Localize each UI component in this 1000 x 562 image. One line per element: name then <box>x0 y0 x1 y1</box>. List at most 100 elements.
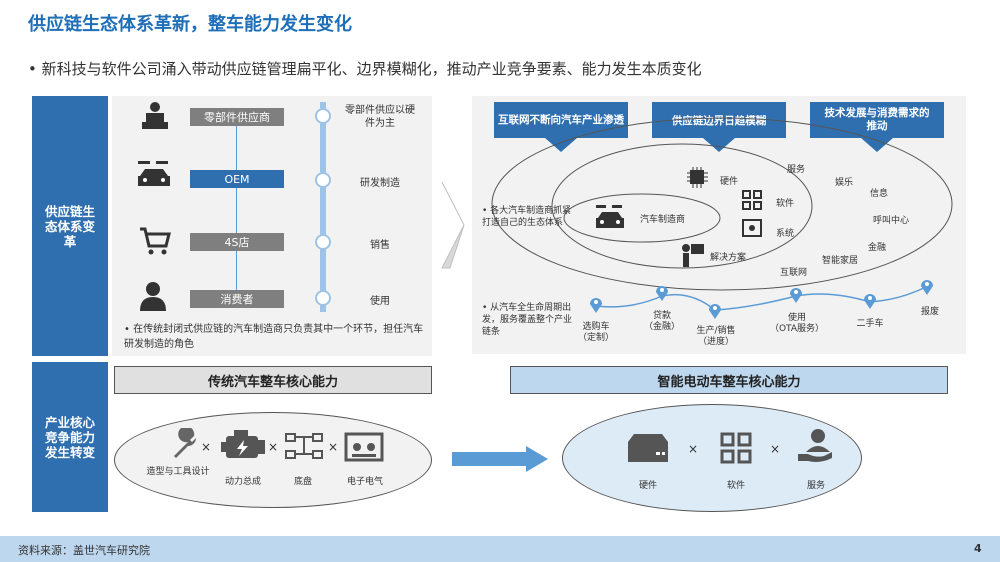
timeline-node <box>315 172 331 188</box>
chain-desc-4s: 销售 <box>370 240 390 251</box>
inner-solution: 解决方案 <box>710 253 747 263</box>
lifecycle-used-car: 二手车 <box>856 319 884 329</box>
page-title: 供应链生态体系革新，整车能力发生变化 <box>28 14 352 35</box>
lifecycle-production-l2: （进度） <box>697 337 734 347</box>
lifecycle-use-l2: （OTA服务） <box>769 324 825 334</box>
item-software: 软件 <box>726 481 745 491</box>
chassis-icon <box>285 433 323 459</box>
timeline-node <box>315 290 331 306</box>
lifecycle-use: 使用（OTA服务） <box>762 313 832 335</box>
outer-info: 信息 <box>870 189 889 199</box>
presenter-icon <box>682 244 704 267</box>
location-pin-icon <box>709 304 721 319</box>
location-pin-icon <box>656 286 668 301</box>
item-design: 造型与工具设计 <box>146 467 210 477</box>
wrench-icon <box>174 428 196 458</box>
source-note: 资料来源：盖世汽车研究院 <box>18 544 150 557</box>
chip-icon <box>687 167 708 188</box>
page-number: 4 <box>974 542 982 555</box>
item-powertrain: 动力总成 <box>224 477 261 487</box>
location-pin-icon <box>790 288 802 303</box>
outer-internet: 互联网 <box>780 268 808 278</box>
main-bullet-text: 新科技与软件公司涌入带动供应链管理扁平化、边界模糊化，推动产业竞争要素、能力发生… <box>41 60 702 78</box>
arrow-down-icon <box>703 138 735 152</box>
smart-ev-header: 智能电动车整车核心能力 <box>510 366 948 394</box>
times-sign: × <box>268 440 279 454</box>
lifecycle-use-l1: 使用 <box>787 313 806 323</box>
arrow-right-icon <box>452 446 548 472</box>
engine-icon <box>221 430 265 458</box>
item-hardware: 硬件 <box>638 481 657 491</box>
consumer-icon <box>140 282 166 311</box>
chain-desc-consumer: 使用 <box>370 296 390 307</box>
header-internet: 互联网不断向汽车产业渗透 <box>494 102 628 138</box>
traditional-ellipse <box>114 412 432 508</box>
car-icon <box>138 161 170 186</box>
section1-label-text: 供应链生态体系变革 <box>44 203 95 249</box>
location-pin-icon <box>590 298 602 313</box>
car-icon <box>596 205 624 228</box>
ecosystem-ellipses <box>491 117 953 291</box>
chain-box-supplier: 零部件供应商 <box>190 108 284 126</box>
chain-box-consumer: 消费者 <box>190 290 284 308</box>
timeline-bar <box>320 102 326 312</box>
lifecycle-production: 生产/销售（进度） <box>685 326 747 348</box>
lifecycle-loan-l1: 贷款 <box>652 311 671 321</box>
times-sign: × <box>201 440 212 454</box>
inner-software: 软件 <box>776 199 795 209</box>
lifecycle-loan-l2: （金融） <box>643 322 680 332</box>
inner-hardware: 硬件 <box>720 177 739 187</box>
chain-note: • 在传统封闭式供应链的汽车制造商只负责其中一个环节，担任汽车研发制造的角色 <box>124 324 424 350</box>
item-chassis: 底盘 <box>293 477 312 487</box>
lifecycle-loan: 贷款（金融） <box>632 311 692 333</box>
software-icon <box>720 432 752 464</box>
ecosystem-bullet1: • 各大汽车制造商抓紧打造自己的生态体系 <box>482 206 572 228</box>
timeline-node <box>315 234 331 250</box>
item-service: 服务 <box>806 481 825 491</box>
chain-box-4s: 4S店 <box>190 233 284 251</box>
section2-label-text: 产业核心竞争能力发生转变 <box>44 414 95 460</box>
chevron-right-icon <box>441 181 465 269</box>
ecosystem-bullet2-text: 从汽车全生命周期出发，服务覆盖整个产业链条 <box>482 303 573 337</box>
main-bullet: • 新科技与软件公司涌入带动供应链管理扁平化、边界模糊化，推动产业竞争要素、能力… <box>28 60 702 78</box>
traditional-chain-panel <box>112 96 432 356</box>
arrow-down-icon <box>861 138 893 152</box>
section2-label: 产业核心竞争能力发生转变 <box>32 362 108 512</box>
inner-system: 系统 <box>776 229 795 239</box>
timeline-node <box>315 108 331 124</box>
chain-connector <box>236 126 237 290</box>
outer-smarthome: 智能家居 <box>822 256 859 266</box>
system-icon <box>742 219 762 237</box>
outer-entertainment: 娱乐 <box>835 178 854 188</box>
lifecycle-buy-l2: （定制） <box>577 333 614 343</box>
outer-service: 服务 <box>787 165 806 175</box>
outer-finance: 金融 <box>868 243 887 253</box>
cart-icon <box>140 227 171 255</box>
item-electronics: 电子电气 <box>346 477 383 487</box>
lifecycle-buy: 选购车（定制） <box>566 322 626 344</box>
chain-desc-supplier: 零部件供应以硬件为主 <box>345 105 415 129</box>
service-icon <box>798 429 832 462</box>
lifecycle-scrap: 报废 <box>920 307 939 317</box>
location-pin-icon <box>921 280 933 295</box>
location-pin-icon <box>864 294 876 309</box>
section1-label: 供应链生态体系变革 <box>32 96 108 356</box>
grid-icon <box>742 190 762 210</box>
header-tech: 技术发展与消费需求的推动 <box>810 102 944 138</box>
times-sign: × <box>688 442 699 456</box>
footer: 资料来源：盖世汽车研究院 4 <box>0 536 1000 562</box>
hardware-icon <box>628 434 668 462</box>
chain-note-text: 在传统封闭式供应链的汽车制造商只负责其中一个环节，担任汽车研发制造的角色 <box>124 324 424 350</box>
center-label: 汽车制造商 <box>640 215 686 225</box>
outer-callcenter: 呼叫中心 <box>873 216 910 226</box>
lifecycle-production-l1: 生产/销售 <box>696 326 736 336</box>
arrow-down-icon <box>545 138 577 152</box>
ecosystem-bullet2: • 从汽车全生命周期出发，服务覆盖整个产业链条 <box>482 303 573 337</box>
traditional-header: 传统汽车整车核心能力 <box>114 366 432 394</box>
chain-box-oem: OEM <box>190 170 284 188</box>
lifecycle-buy-l1: 选购车 <box>582 322 610 332</box>
supplier-icon <box>142 102 168 129</box>
chain-desc-oem: 研发制造 <box>360 178 400 189</box>
times-sign: × <box>328 440 339 454</box>
ecosystem-bullet1-text: 各大汽车制造商抓紧打造自己的生态体系 <box>482 206 572 228</box>
